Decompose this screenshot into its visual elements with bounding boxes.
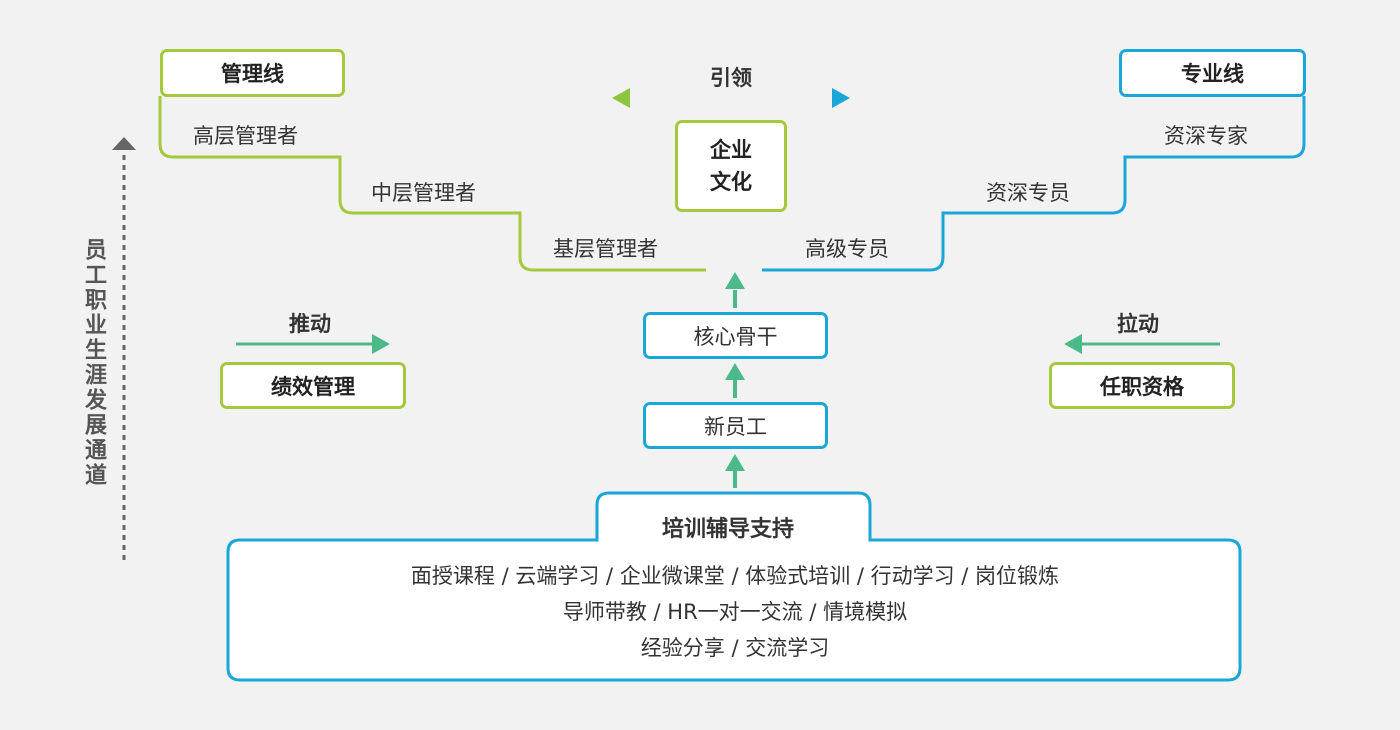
up-arrow-icon — [725, 272, 745, 308]
management-line-title: 管理线 — [160, 49, 345, 97]
support-line-1: 面授课程 / 云端学习 / 企业微课堂 / 体验式培训 / 行动学习 / 岗位锻… — [410, 564, 1060, 588]
left-arrow-icon — [1064, 334, 1220, 354]
professional-level-senior-expert: 资深专家 — [1164, 124, 1248, 148]
professional-level-advanced-specialist: 高级专员 — [805, 237, 889, 261]
career-channel-vertical-title: 员工职业生涯发展通道 — [81, 238, 106, 488]
professional-stair-line — [762, 96, 1306, 272]
professional-line-title: 专业线 — [1119, 49, 1306, 97]
right-arrow-icon — [236, 334, 390, 354]
push-label: 推动 — [289, 312, 331, 336]
professional-level-senior-specialist: 资深专员 — [986, 181, 1070, 205]
dotted-up-arrow-icon — [112, 137, 136, 560]
management-stair-line — [158, 96, 706, 272]
support-line-3: 经验分享 / 交流学习 — [640, 636, 830, 660]
management-level-middle: 中层管理者 — [371, 181, 476, 205]
left-right-arrow-icon — [612, 88, 850, 108]
new-employee-box: 新员工 — [643, 402, 828, 449]
up-arrow-icon — [725, 454, 745, 488]
up-arrow-icon — [725, 363, 745, 398]
corporate-culture-box: 企业 文化 — [675, 120, 787, 212]
job-qualification-box: 任职资格 — [1049, 362, 1235, 409]
culture-line-1: 企业 — [710, 138, 752, 162]
support-title: 培训辅导支持 — [662, 517, 795, 542]
support-line-2: 导师带教 / HR一对一交流 / 情境模拟 — [562, 600, 908, 624]
lead-label: 引领 — [710, 66, 752, 90]
management-level-senior: 高层管理者 — [193, 124, 298, 148]
management-level-junior: 基层管理者 — [553, 237, 658, 261]
support-box-outline — [226, 491, 1242, 682]
core-backbone-box: 核心骨干 — [643, 312, 828, 359]
pull-label: 拉动 — [1117, 312, 1159, 336]
support-content: 面授课程 / 云端学习 / 企业微课堂 / 体验式培训 / 行动学习 / 岗位锻… — [232, 558, 1238, 666]
performance-management-box: 绩效管理 — [220, 362, 406, 409]
culture-line-2: 文化 — [710, 170, 752, 194]
